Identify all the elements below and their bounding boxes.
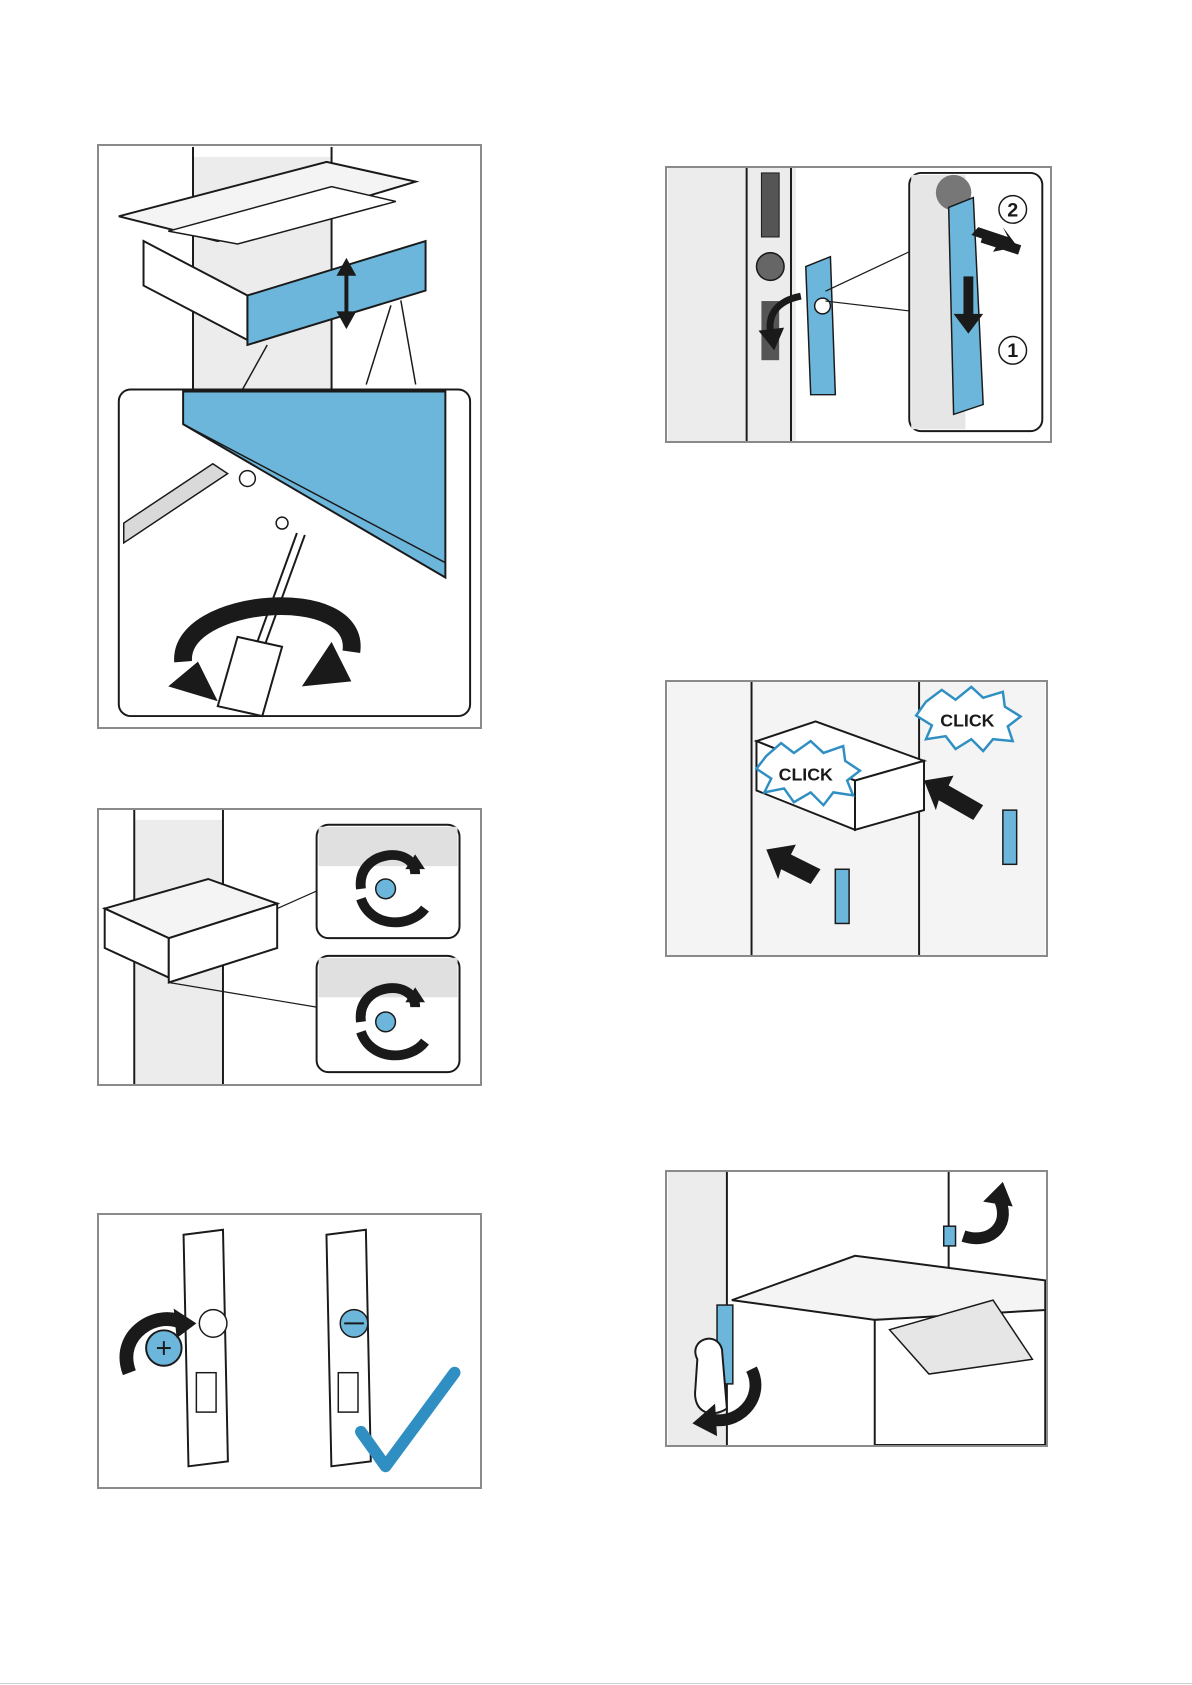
figure-tighten-screws (97, 808, 482, 1086)
figure-click-in-place: CLICK CLICK (665, 680, 1048, 957)
clip-release-illustration: 2 1 (667, 168, 1050, 441)
handle-right-icon (944, 1226, 956, 1246)
front-panel-adjust-illustration (99, 146, 480, 727)
blue-screw-icon (146, 1330, 181, 1365)
strip-left-icon (835, 869, 849, 923)
footer-rule (0, 1683, 1192, 1684)
bracket-before-icon (184, 1230, 228, 1467)
screw-upper-icon (376, 879, 396, 899)
screw-lower-icon (376, 1012, 396, 1032)
figure-handle-rotation (665, 1170, 1048, 1447)
click-text-left: CLICK (779, 765, 833, 785)
hand-icon (695, 1339, 727, 1414)
figure-clip-release: 2 1 (665, 166, 1052, 443)
adjust-screw-check-illustration (99, 1215, 480, 1487)
click-text-right: CLICK (940, 710, 994, 730)
step-two-badge: 2 (999, 196, 1027, 224)
strip-right-icon (1003, 810, 1017, 864)
figure-adjust-screw-check (97, 1213, 482, 1489)
clip-icon (806, 257, 836, 395)
step-two-label: 2 (1007, 199, 1018, 221)
handle-rotation-illustration (667, 1172, 1046, 1445)
step-one-label: 1 (1007, 340, 1018, 362)
figure-front-panel-adjust (97, 144, 482, 729)
click-in-place-illustration: CLICK CLICK (667, 682, 1046, 955)
tighten-screws-illustration (99, 810, 480, 1084)
step-one-badge: 1 (999, 337, 1027, 365)
